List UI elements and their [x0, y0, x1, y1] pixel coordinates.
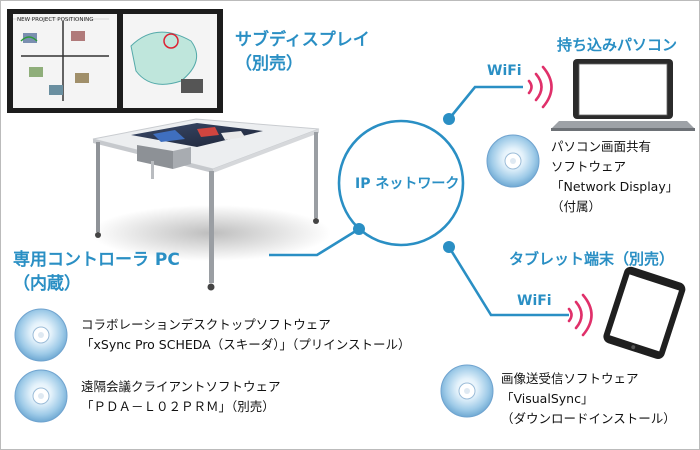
cd-icon-remote-software — [14, 369, 68, 423]
remote-software-text: 遠隔会議クライアントソフトウェア 「ＰＤＡ－Ｌ０２ＰＲＭ」（別売） — [81, 379, 281, 414]
node-tablet — [443, 241, 455, 253]
controller-title: 専用コントローラ PC — [13, 250, 180, 270]
node-controller — [353, 223, 365, 235]
table-image — [92, 118, 320, 291]
ip-network-ring — [337, 119, 465, 247]
laptop-software-text: パソコン画面共有 ソフトウェア 「Network Display」 （付属） — [551, 139, 679, 214]
cd-icon-laptop-software — [486, 134, 540, 188]
wifi-waves-tablet — [567, 293, 593, 337]
collab-software-text: コラボレーションデスクトップソフトウェア 「xSync Pro SCHEDA（ス… — [81, 317, 411, 352]
sub-display-image — [7, 9, 223, 113]
link-controller — [269, 227, 360, 257]
board-title-text: NEW PROJECT POSITIONING — [17, 17, 93, 23]
wifi-waves-laptop — [527, 65, 553, 109]
sub-display-title: サブディスプレイ — [235, 30, 370, 50]
laptop-icon — [551, 59, 695, 131]
cd-icon-collab-software — [14, 308, 68, 362]
tablet-icon — [603, 266, 686, 360]
node-laptop — [443, 113, 455, 125]
cd-icon-tablet-software — [440, 364, 494, 418]
link-tablet — [447, 246, 569, 317]
network-lines — [269, 85, 569, 317]
tablet-software-text: 画像送受信ソフトウェア 「VisualSync」 （ダウンロードインストール） — [501, 371, 676, 426]
laptop-title: 持ち込みパソコン — [557, 36, 678, 54]
tablet-title: タブレット端末（別売） — [509, 250, 675, 268]
laptop-wifi-label: WiFi — [487, 63, 522, 79]
ip-network-label: IP ネットワーク — [355, 176, 460, 192]
link-laptop — [447, 85, 523, 120]
tablet-wifi-label: WiFi — [517, 293, 552, 309]
controller-note: （内蔵） — [13, 274, 81, 294]
sub-display-note: （別売） — [235, 54, 303, 74]
